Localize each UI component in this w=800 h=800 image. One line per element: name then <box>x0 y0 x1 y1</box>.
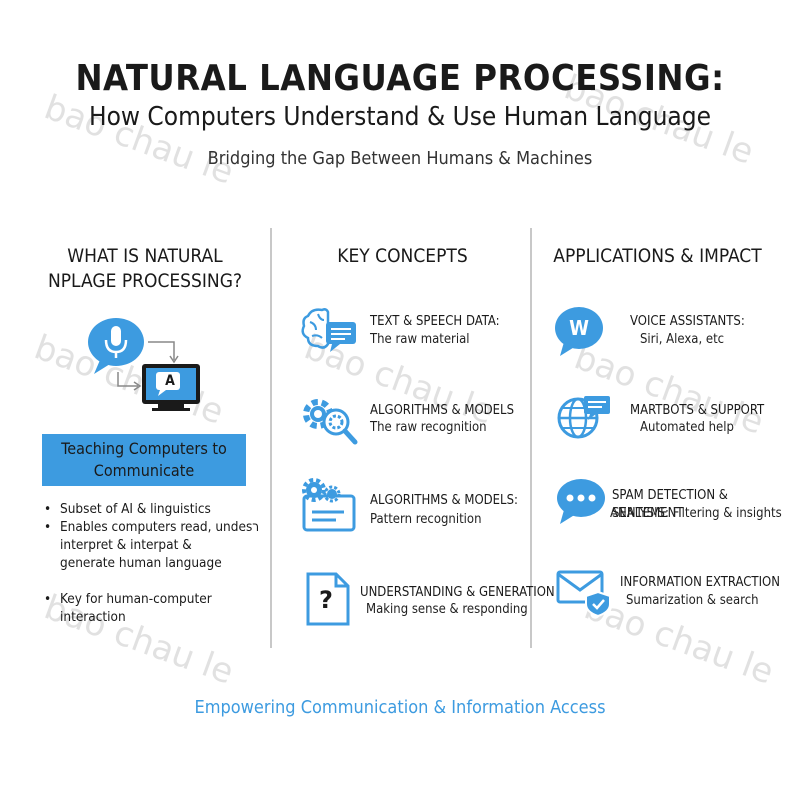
brain-chat-icon <box>301 308 356 352</box>
globe-chat-icon <box>557 396 610 439</box>
list-item: Enables computers read, undesרinterpret … <box>42 518 272 572</box>
application-subtitle: ANALYSIS: Filtering & insights <box>610 506 782 521</box>
page-subtitle: How Computers Understand & Use Human Lan… <box>88 102 712 132</box>
question-document-icon: ? <box>306 572 350 626</box>
column-divider <box>270 228 272 648</box>
chat-letter: A <box>165 373 175 389</box>
application-subtitle: Automated help <box>640 420 734 435</box>
footer-tagline: Empowering Communication & Information A… <box>194 697 606 718</box>
left-column-heading: WHAT IS NATURAL NPLAGE PROCESSING? <box>40 244 250 294</box>
w-chat-bubble-icon <box>555 307 603 356</box>
application-title: INFORMATION EXTRACTION <box>620 575 780 590</box>
concept-subtitle: The raw material <box>370 332 470 347</box>
concept-subtitle: Pattern recognition <box>370 512 482 527</box>
application-subtitle: Siri, Alexa, etc <box>640 332 725 347</box>
gear-magnifier-icon <box>303 399 358 445</box>
left-bullet-list: Subset of AI & linguistics Enables compu… <box>42 500 272 626</box>
concept-subtitle: The raw recognition <box>370 420 487 435</box>
concept-title: ALGORITHMS & MODELS <box>370 403 514 418</box>
application-title: MARTBOTS & SUPPORT <box>630 403 765 418</box>
middle-column-heading: KEY CONCEPTS <box>337 245 468 267</box>
application-title: SPAM DETECTION & SENTEMENT <box>612 488 728 521</box>
column-divider <box>530 228 532 648</box>
page-tagline: Bridging the Gap Between Humans & Machin… <box>207 148 593 169</box>
heading-line: WHAT IS NATURAL <box>67 245 223 267</box>
concept-subtitle: Making sense & responding <box>366 602 528 617</box>
application-subtitle: Sumarization & search <box>626 593 759 608</box>
concept-title: ALGORITHMS & MODELS: <box>370 493 518 508</box>
voice-to-screen-icon <box>88 318 200 411</box>
left-banner: Teaching Computers to Communicate <box>42 434 246 486</box>
page-title: NATURAL LANGUAGE PROCESSING: <box>75 58 725 99</box>
concept-title: TEXT & SPEECH DATA: <box>370 314 500 329</box>
svg-text:?: ? <box>319 586 333 614</box>
gears-window-icon <box>302 478 356 532</box>
w-letter: W <box>569 316 589 340</box>
list-item: Subset of AI & linguistics <box>42 500 272 518</box>
banner-line: Communicate <box>93 461 195 480</box>
heading-line: NPLAGE PROCESSING? <box>47 270 243 292</box>
concept-title: UNDERSTANDING & GENERATION <box>360 585 555 600</box>
mail-shield-icon <box>556 570 611 618</box>
application-title: VOICE ASSISTANTS: <box>630 314 745 329</box>
typing-bubble-icon <box>557 479 605 524</box>
right-column-heading: APPLICATIONS & IMPACT <box>553 245 762 267</box>
banner-line: Teaching Computers to <box>61 439 227 458</box>
